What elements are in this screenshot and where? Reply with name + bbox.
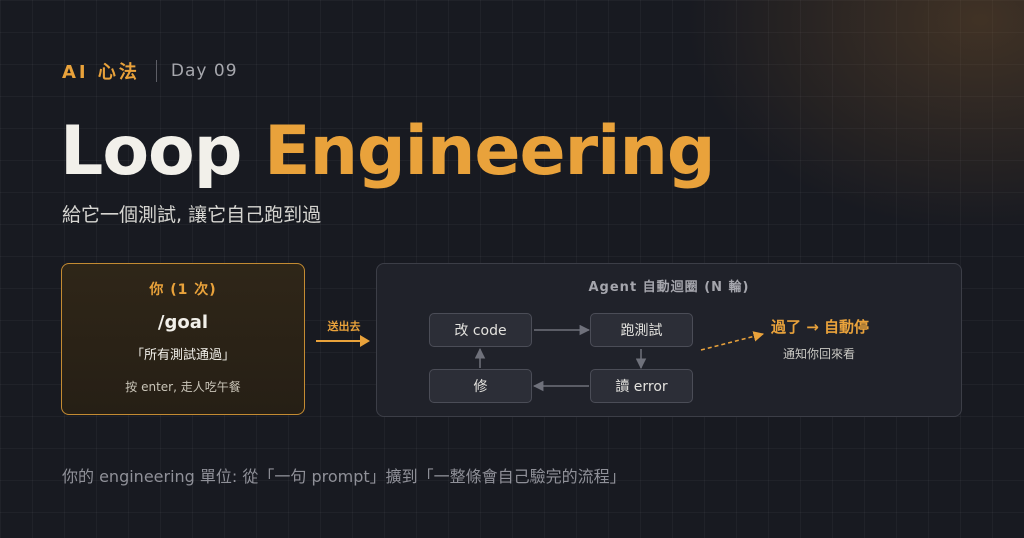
title-part-engineering: Engineering xyxy=(264,112,715,191)
node-change-code: 改 code xyxy=(429,313,532,347)
page-title: Loop Engineering xyxy=(60,112,716,192)
series-label: AI 心法 xyxy=(62,62,140,83)
you-box: 你 (1 次) /goal 「所有測試通過」 按 enter, 走人吃午餐 xyxy=(61,263,305,415)
node-run-tests: 跑測試 xyxy=(590,313,693,347)
you-box-note: 按 enter, 走人吃午餐 xyxy=(125,380,241,394)
title-part-loop: Loop xyxy=(60,112,242,191)
subtitle: 給它一個測試, 讓它自己跑到過 xyxy=(62,204,322,226)
send-label: 送出去 xyxy=(327,320,361,333)
header-tag: AI 心法 Day 09 xyxy=(62,58,238,84)
goal-quote: 「所有測試通過」 xyxy=(130,348,235,363)
header-divider xyxy=(155,60,157,82)
send-arrow-icon xyxy=(316,335,370,347)
node-read-error: 讀 error xyxy=(590,369,693,403)
result-subtitle: 通知你回來看 xyxy=(783,347,856,361)
loop-arrows xyxy=(474,324,765,392)
footer-caption: 你的 engineering 單位: 從「一句 prompt」擴到「一整條會自己… xyxy=(62,467,626,486)
agent-loop-box: Agent 自動迴圈 (N 輪) 改 code 跑測試 讀 error 修 過了… xyxy=(376,263,962,417)
node-fix: 修 xyxy=(429,369,532,403)
goal-command: /goal xyxy=(157,312,209,333)
day-label: Day 09 xyxy=(170,61,238,81)
you-box-title: 你 (1 次) xyxy=(149,282,217,298)
agent-loop-title: Agent 自動迴圈 (N 輪) xyxy=(588,280,750,295)
arrow-tests-to-result xyxy=(700,331,765,351)
result-title: 過了 → 自動停 xyxy=(771,318,870,336)
